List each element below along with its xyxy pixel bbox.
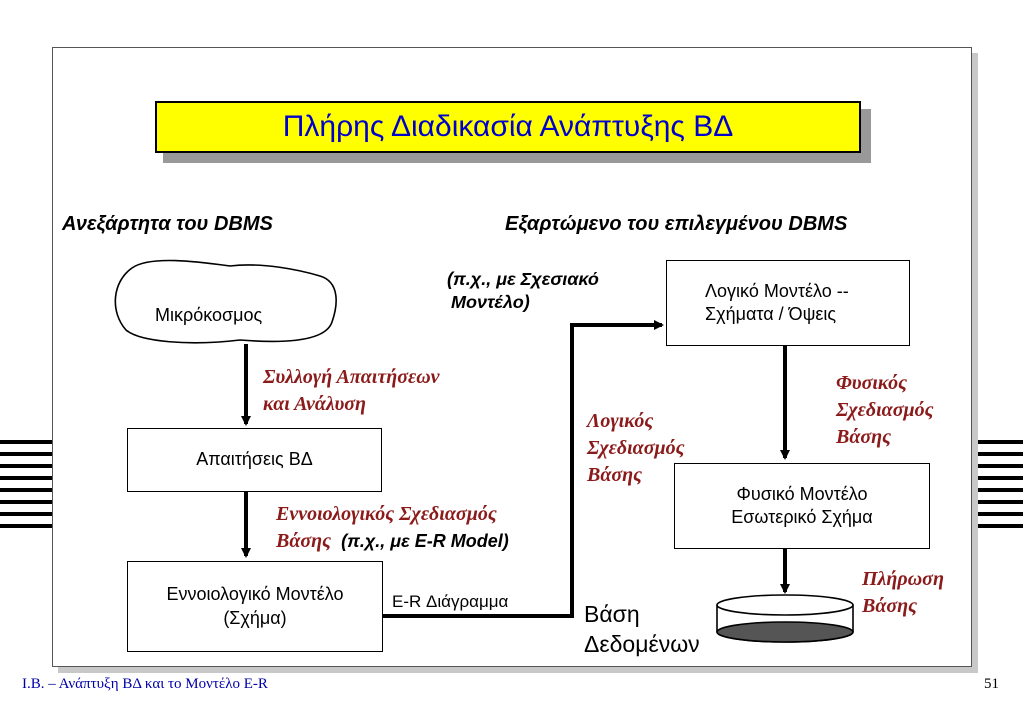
step-logical-line2: Σχεδιασμός bbox=[587, 437, 685, 459]
slide-title-text: Πλήρης Διαδικασία Ανάπτυξης ΒΔ bbox=[282, 110, 734, 143]
microcosm-cloud bbox=[114, 259, 337, 344]
step-conceptual-design: Εννοιολογικός Σχεδιασμός Βάσης (π.χ., με… bbox=[276, 501, 509, 555]
step-populate-db: Πλήρωση Βάσης bbox=[862, 566, 944, 620]
er-diagram-label: E-R Διάγραμμα bbox=[392, 592, 509, 611]
requirements-box: Απαιτήσεις ΒΔ bbox=[127, 428, 382, 492]
step-logical-line3: Βάσης bbox=[587, 464, 643, 486]
logical-model-line1: Λογικό Μοντέλο -- bbox=[705, 280, 849, 301]
footer-page-number: 51 bbox=[984, 676, 999, 692]
physical-model-line2: Εσωτερικό Σχήμα bbox=[731, 507, 873, 527]
step-requirements-line1: Συλλογή Απαιτήσεων bbox=[263, 366, 440, 388]
step-logical-design: Λογικός Σχεδιασμός Βάσης bbox=[587, 408, 685, 489]
slide-title: Πλήρης Διαδικασία Ανάπτυξης ΒΔ bbox=[155, 101, 861, 153]
er-diagram-connector bbox=[383, 320, 664, 618]
step-conceptual-line1: Εννοιολογικός Σχεδιασμός bbox=[276, 503, 497, 525]
step-physical-line1: Φυσικός bbox=[836, 372, 908, 394]
step-requirements-line2: και Ανάλυση bbox=[263, 393, 367, 415]
step-populate-line2: Βάσης bbox=[862, 595, 918, 617]
microcosm-label: Μικρόκοσμος bbox=[155, 305, 263, 325]
physical-model-box: Φυσικό Μοντέλο Εσωτερικό Σχήμα bbox=[674, 463, 930, 549]
step-physical-line3: Βάσης bbox=[836, 426, 892, 448]
logical-model-box: Λογικό Μοντέλο -- Σχήματα / Όψεις bbox=[666, 260, 910, 346]
step-physical-design: Φυσικός Σχεδιασμός Βάσης bbox=[836, 370, 934, 451]
step-populate-line1: Πλήρωση bbox=[862, 568, 944, 590]
relational-model-example: (π.χ., με Σχεσιακό Μοντέλο) bbox=[447, 268, 599, 315]
physical-model-line1: Φυσικό Μοντέλο bbox=[736, 483, 868, 504]
requirements-label: Απαιτήσεις ΒΔ bbox=[196, 449, 313, 470]
relational-example-line1: (π.χ., με Σχεσιακό bbox=[447, 269, 599, 289]
relational-example-line2: Μοντέλο) bbox=[451, 292, 530, 313]
database-label-line1: Βάση bbox=[584, 601, 640, 627]
step-requirements-analysis: Συλλογή Απαιτήσεων και Ανάλυση bbox=[263, 364, 440, 418]
conceptual-model-box: Εννοιολογικό Μοντέλο (Σχήμα) bbox=[127, 561, 383, 652]
database-label: Βάση Δεδομένων bbox=[584, 600, 700, 660]
step-conceptual-line2: Βάσης bbox=[276, 530, 332, 552]
conceptual-model-line2: (Σχήμα) bbox=[223, 607, 287, 628]
decorative-stripes-left bbox=[0, 440, 55, 536]
heading-independent: Ανεξάρτητα του DBMS bbox=[62, 213, 273, 235]
heading-dependent: Εξαρτώμενο του επιλεγμένου DBMS bbox=[505, 213, 848, 235]
step-logical-line1: Λογικός bbox=[587, 410, 654, 432]
conceptual-model-line1: Εννοιολογικό Μοντέλο bbox=[166, 584, 344, 605]
footer-course-label: Ι.Β. – Ανάπτυξη ΒΔ και το Μοντέλο E-R bbox=[22, 676, 268, 692]
database-label-line2: Δεδομένων bbox=[584, 630, 700, 657]
database-cylinder bbox=[716, 594, 854, 643]
step-physical-line2: Σχεδιασμός bbox=[836, 399, 934, 421]
er-model-example: (π.χ., με E-R Model) bbox=[341, 531, 509, 551]
decorative-stripes-right bbox=[975, 440, 1023, 536]
logical-model-line2: Σχήματα / Όψεις bbox=[705, 304, 837, 324]
